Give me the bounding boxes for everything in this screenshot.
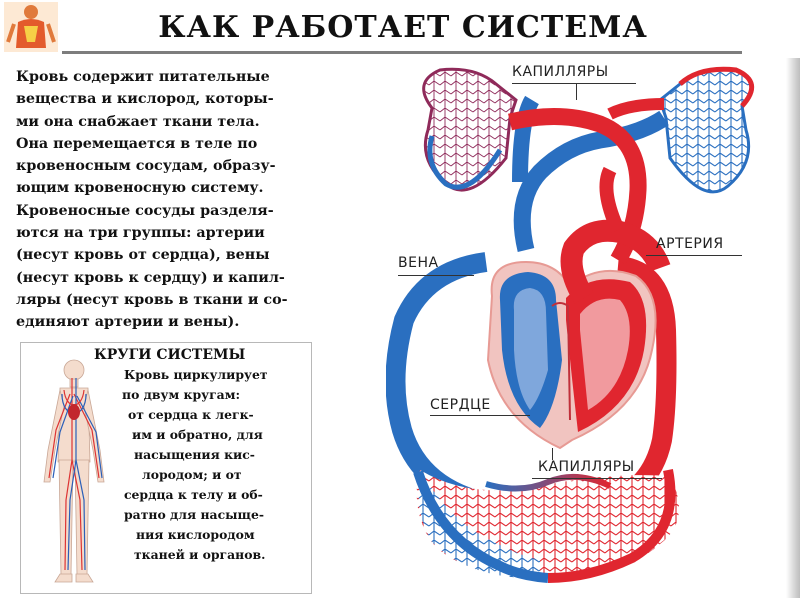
header-bar	[0, 0, 800, 52]
title-underline	[62, 51, 742, 54]
inset-line: лородом; и от	[142, 467, 242, 482]
vena-cava	[512, 95, 540, 183]
inset-title: КРУГИ СИСТЕМЫ	[94, 347, 246, 363]
inset-line: от сердца к легк-	[128, 407, 254, 422]
pulmonary-vein-right	[607, 98, 665, 120]
page-title: КАК РАБОТАЕТ СИСТЕМА	[158, 10, 648, 45]
label-capillaries-top-pointer	[576, 84, 577, 100]
intro-line: единяют артерии и вены).	[16, 314, 240, 331]
label-heart: СЕРДЦЕ	[430, 397, 491, 413]
vein-loop	[386, 252, 495, 514]
aorta-arch	[560, 219, 671, 304]
intro-line: Кровеносные сосуды разделя-	[16, 202, 274, 219]
circulatory-body-figure-icon	[43, 359, 105, 583]
intro-line: Она перемещается в теле по	[16, 135, 258, 152]
intro-line: ющим кровеносную систему.	[16, 180, 264, 197]
intro-line: (несут кровь от сердца), вены	[16, 247, 270, 264]
circulatory-system-diagram	[386, 66, 754, 583]
label-capillaries-bottom: КАПИЛЛЯРЫ	[538, 459, 635, 475]
descending-aorta	[599, 166, 625, 233]
intro-line: ются на три группы: артерии	[16, 225, 265, 242]
intro-line: кровеносным сосудам, образу-	[16, 158, 276, 175]
inset-line: ратно для насыще-	[124, 507, 264, 522]
intro-line: Кровь содержит питательные	[16, 69, 270, 85]
inset-line: Кровь циркулирует	[124, 367, 268, 382]
lung-capillary-right	[658, 67, 753, 194]
inset-line: ния кислородом	[136, 527, 255, 542]
inset-line: тканей и органов.	[134, 547, 266, 562]
inset-line: им и обратно, для	[132, 427, 263, 442]
label-capillaries-top-line	[512, 83, 636, 84]
inset-line: по двум кругам:	[122, 387, 241, 402]
intro-text: Кровь содержит питательные вещества и ки…	[16, 66, 366, 334]
intro-line: ми она снабжает ткани тела.	[16, 113, 260, 130]
label-capillaries-bottom-pointer	[552, 448, 553, 460]
pulmonary-artery	[513, 110, 669, 252]
label-artery-line	[646, 255, 742, 256]
label-artery: АРТЕРИЯ	[656, 236, 724, 252]
human-anatomy-logo-icon	[4, 2, 58, 52]
intro-line: ляры (несут кровь в ткани и со-	[16, 291, 288, 308]
label-capillaries-top: КАПИЛЛЯРЫ	[512, 64, 609, 80]
inset-line: сердца к телу и об-	[124, 487, 263, 502]
intro-line: вещества и кислород, которы-	[16, 91, 274, 108]
label-vein: ВЕНА	[398, 255, 439, 271]
intro-line: (несут кровь к сердцу) и капил-	[16, 269, 285, 286]
side-shadow	[786, 58, 800, 598]
inset-line: насыщения кис-	[134, 447, 255, 462]
label-capillaries-bottom-line	[532, 478, 662, 479]
label-vein-line	[398, 275, 474, 276]
label-heart-line	[430, 415, 530, 416]
